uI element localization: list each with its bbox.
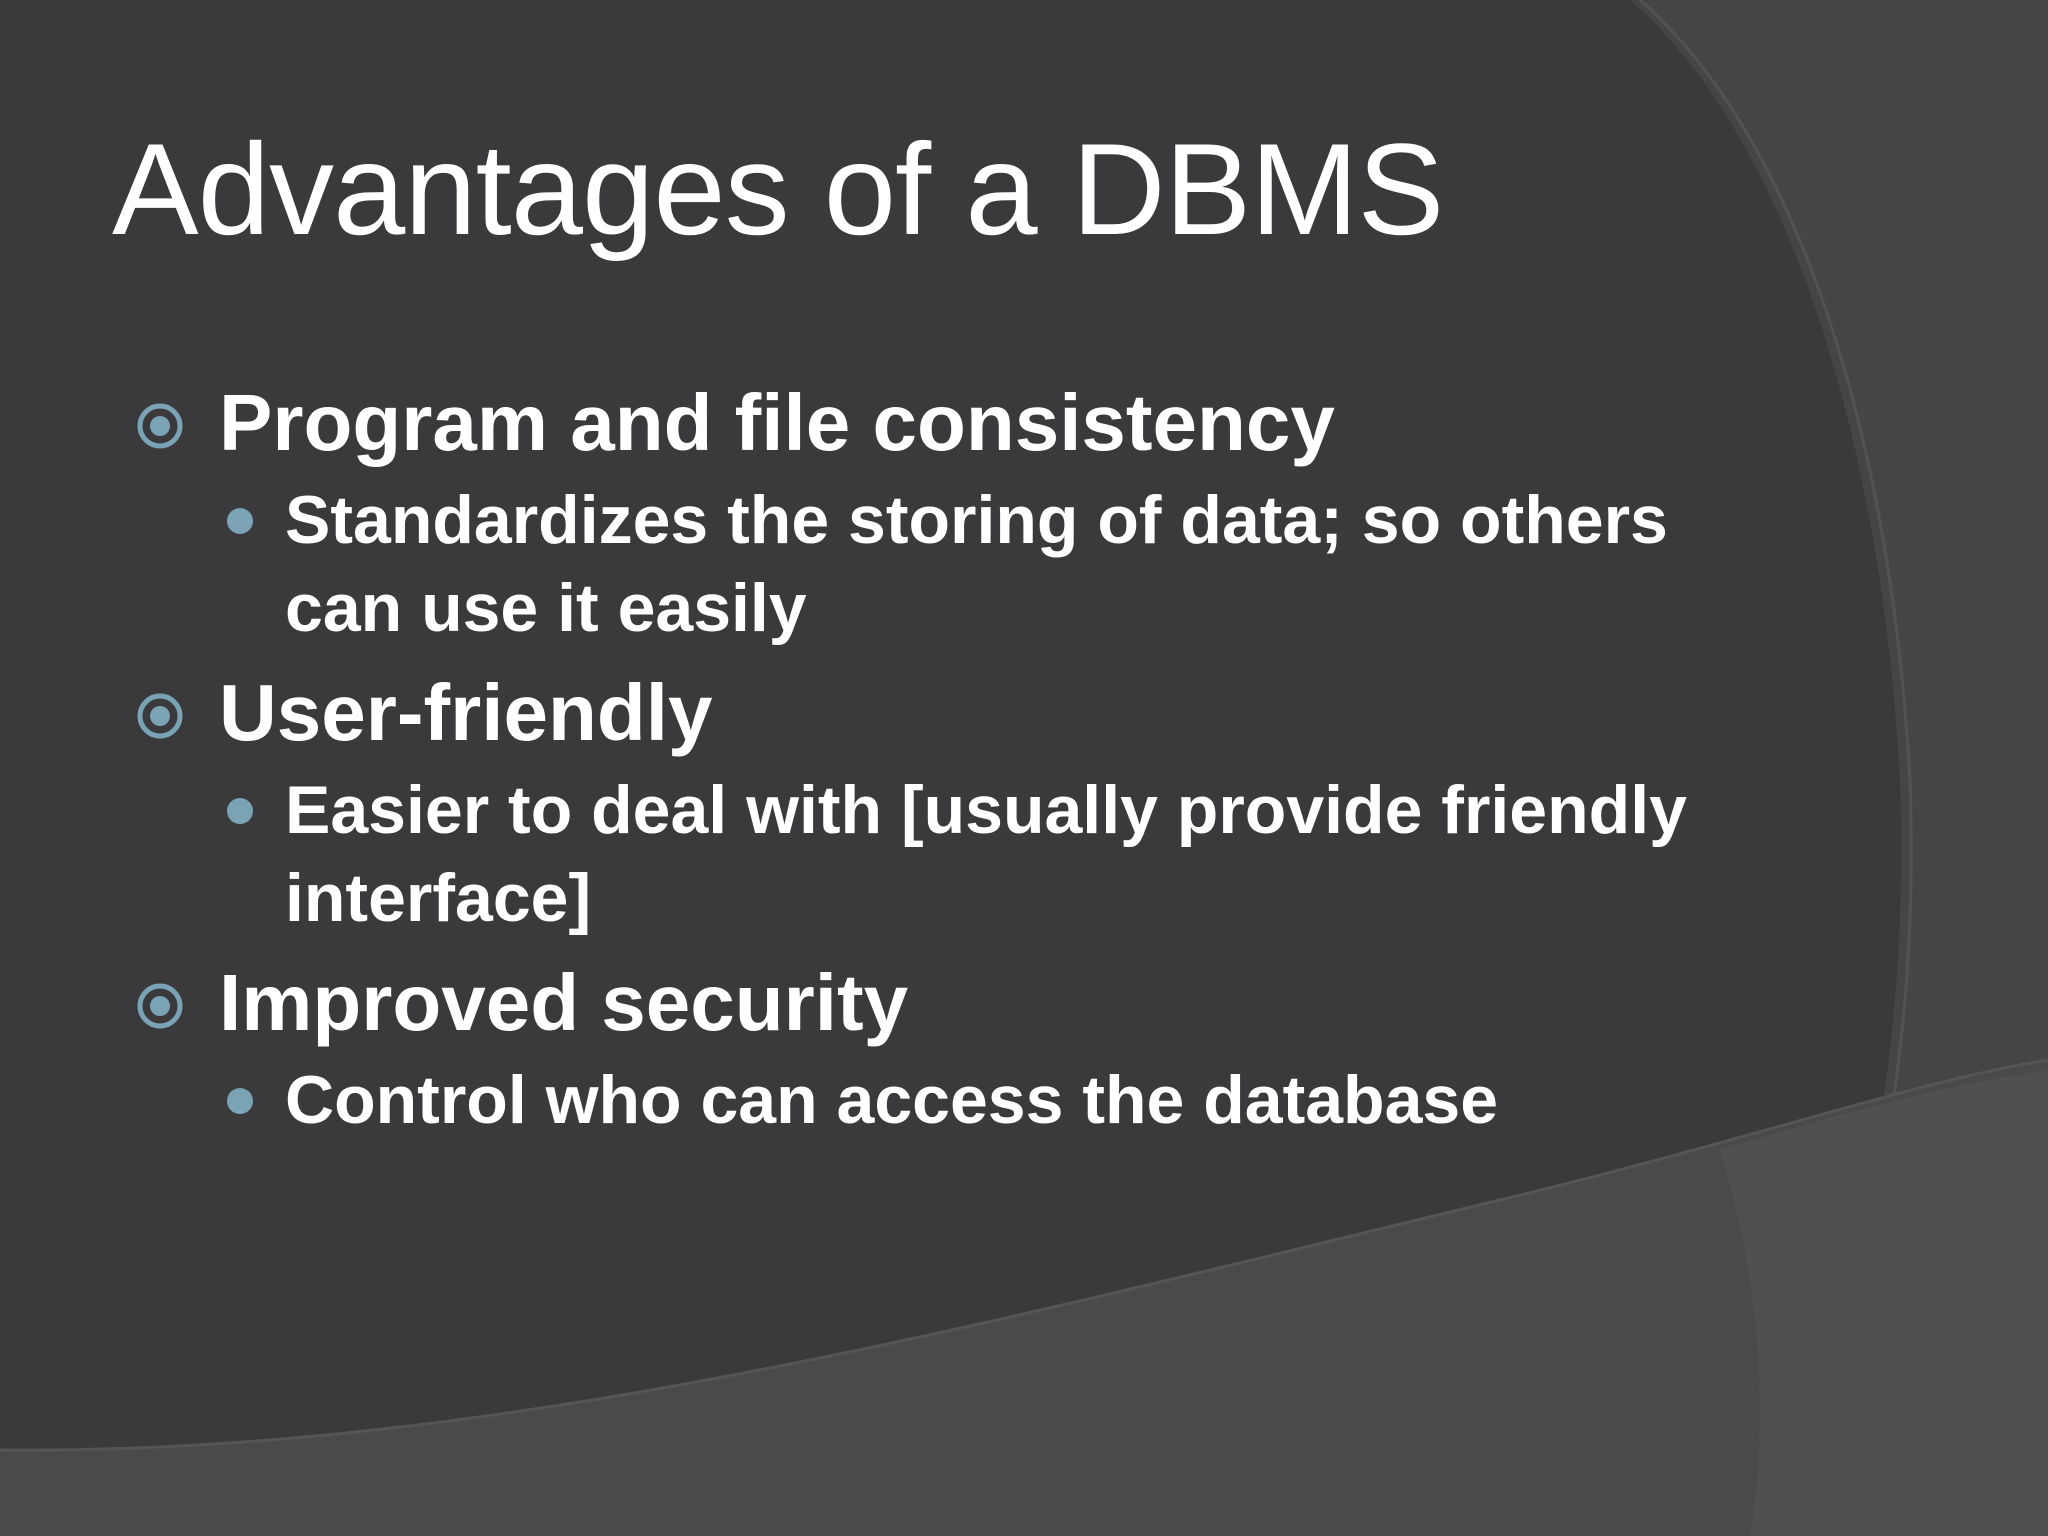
sub-bullet: Easier to deal with [usually provide fri… [135, 766, 1695, 942]
sub-bullet: Standardizes the storing of data; so oth… [135, 476, 1695, 652]
sub-bullet: Control who can access the database [135, 1056, 1695, 1144]
ring-bullet-icon [137, 693, 183, 739]
bullet-list: Program and file consistency Standardize… [135, 370, 1695, 1152]
bullet-row: Improved security [135, 950, 1695, 1056]
bullet-row: Program and file consistency [135, 370, 1695, 476]
sub-bullet-text: Control who can access the database [285, 1062, 1499, 1138]
slide-title: Advantages of a DBMS [112, 116, 1444, 262]
ring-bullet-icon [137, 403, 183, 449]
ring-bullet-icon [137, 983, 183, 1029]
dot-bullet-icon [227, 508, 253, 534]
dot-bullet-icon [227, 798, 253, 824]
bullet-item: Improved security Control who can access… [135, 950, 1695, 1144]
dot-bullet-icon [227, 1088, 253, 1114]
bullet-label: User-friendly [219, 668, 713, 757]
sub-bullet-text: Easier to deal with [usually provide fri… [285, 772, 1687, 936]
bullet-label: Program and file consistency [219, 378, 1335, 467]
bullet-item: User-friendly Easier to deal with [usual… [135, 660, 1695, 942]
bullet-item: Program and file consistency Standardize… [135, 370, 1695, 652]
bullet-label: Improved security [219, 958, 909, 1047]
bullet-row: User-friendly [135, 660, 1695, 766]
sub-bullet-text: Standardizes the storing of data; so oth… [285, 482, 1668, 646]
